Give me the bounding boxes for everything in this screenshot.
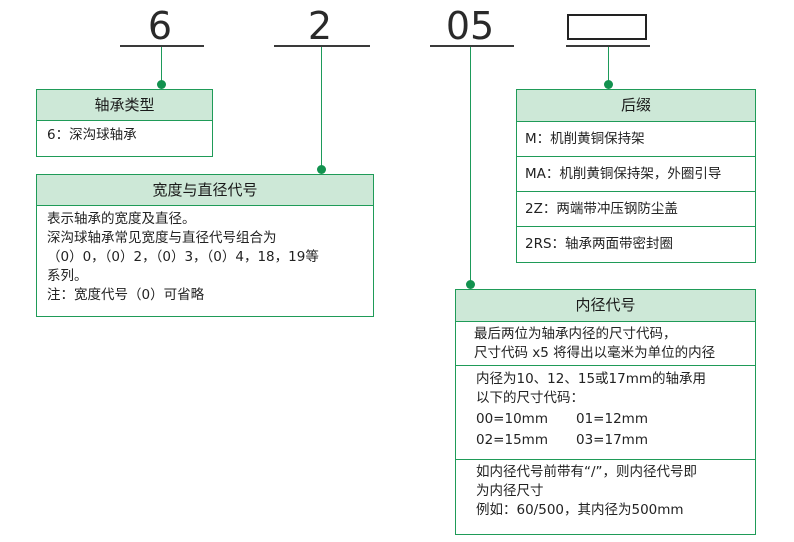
connector-dot-width [317,165,326,174]
width-desc-line: 系列。 [47,268,88,284]
connector-dot-type [157,80,166,89]
bore-code-value: 01=12mm [576,411,648,427]
connector-suffix [608,47,609,85]
rule-width [274,45,370,47]
connector-dot-bore [466,280,475,289]
code-digit-bore: 05 [445,4,495,48]
bore-slash-line: 为内径尺寸 [476,483,544,499]
bearing-type-box: 轴承类型 6：深沟球轴承 [36,89,213,157]
bore-rule-line: 最后两位为轴承内径的尺寸代码， [474,326,677,342]
bore-code-value: 00=10mm [476,411,548,427]
rule-bore [430,45,514,47]
suffix-item: 2Z：两端带冲压钢防尘盖 [517,192,755,227]
code-digit-width: 2 [307,4,333,48]
connector-dot-suffix [604,80,613,89]
bore-code-pair: 02=15mm 03=17mm [476,431,755,450]
code-digit-type: 6 [147,4,173,48]
bore-rule-line: 尺寸代码 x5 将得出以毫米为单位的内径 [474,345,716,361]
suffix-placeholder-box [567,14,647,40]
suffix-item: M：机削黄铜保持架 [517,122,755,157]
bore-code-value: 02=15mm [476,432,548,448]
bore-section-slash: 如内径代号前带有“/”，则内径代号即 为内径尺寸 例如：60/500，其内径为5… [456,460,755,532]
bore-code-pair: 00=10mm 01=12mm [476,410,755,429]
width-diameter-box: 宽度与直径代号 表示轴承的宽度及直径。 深沟球轴承常见宽度与直径代号组合为 （0… [36,174,374,317]
rule-suffix [566,45,650,47]
width-desc-line: 深沟球轴承常见宽度与直径代号组合为 [47,230,277,246]
bore-section-rule: 最后两位为轴承内径的尺寸代码， 尺寸代码 x5 将得出以毫米为单位的内径 [456,322,755,366]
bore-slash-line: 如内径代号前带有“/”，则内径代号即 [476,464,698,480]
connector-bore [470,47,471,285]
connector-type [161,47,162,85]
rule-type [120,45,204,47]
bore-section-codes: 内径为10、12、15或17mm的轴承用 以下的尺寸代码： 00=10mm 01… [456,366,755,460]
width-diameter-title: 宽度与直径代号 [37,175,373,206]
suffix-item: MA：机削黄铜保持架，外圈引导 [517,157,755,192]
width-desc-line: （0）0，（0）2，（0）3，（0）4，18，19等 [47,249,319,265]
suffix-item: 2RS：轴承两面带密封圈 [525,236,674,252]
suffix-title: 后缀 [517,90,755,122]
bore-slash-line: 例如：60/500，其内径为500mm [476,502,684,518]
width-desc-line: 注：宽度代号（0）可省略 [47,287,205,303]
width-desc-line: 表示轴承的宽度及直径。 [47,211,196,227]
suffix-box: 后缀 M：机削黄铜保持架 MA：机削黄铜保持架，外圈引导 2Z：两端带冲压钢防尘… [516,89,756,263]
bearing-type-title: 轴承类型 [37,90,212,121]
bore-code-value: 03=17mm [576,432,648,448]
bore-codes-intro: 以下的尺寸代码： [476,390,584,406]
bore-codes-intro: 内径为10、12、15或17mm的轴承用 [476,371,707,387]
connector-width [321,47,322,169]
bore-code-box: 内径代号 最后两位为轴承内径的尺寸代码， 尺寸代码 x5 将得出以毫米为单位的内… [455,289,756,535]
bore-code-title: 内径代号 [456,290,755,322]
bearing-type-line: 6：深沟球轴承 [47,127,137,143]
